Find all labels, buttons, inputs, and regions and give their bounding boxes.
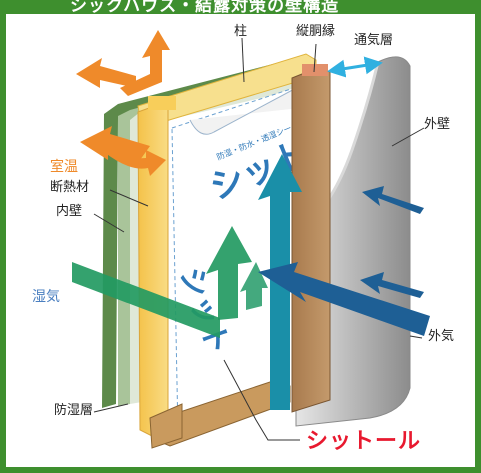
furring-strip [291,65,331,413]
leader-lines [93,37,425,441]
sheet-curl [189,85,301,135]
label-product: シットール [306,429,422,454]
heat-arrow-curve [104,144,166,176]
label-furring-strip: 縦胴縁 [296,24,336,39]
header-bar: シックハウス・結露対策の壁構造 [0,0,481,14]
pillar-cap [148,96,176,110]
label-insulation: 断熱材 [50,180,90,195]
air-layer-dimension-arrow [327,56,383,78]
label-room-temp: 室温 [50,159,78,175]
humidity-arrow-up [206,226,252,320]
outside-air-arrow-upper [362,186,424,214]
humidity-arrow-horizontal [72,262,220,338]
heat-arrow-left-mid [80,126,150,160]
label-exterior-wall: 外壁 [424,117,451,132]
outside-air-arrow-lower [360,272,424,298]
label-vapor-barrier: 防湿層 [54,403,94,418]
header-title: シックハウス・結露対策の壁構造 [70,0,340,14]
humidity-arrow-small [240,262,268,310]
label-interior-wall: 内壁 [56,204,83,219]
heat-arrow-up [120,30,170,96]
furring-strip-top [302,64,328,76]
label-outside-air: 外気 [428,329,455,344]
label-pillar: 柱 [234,24,248,39]
heat-arrow-left-top [76,58,136,88]
label-humidity: 湿気 [32,289,60,305]
pillar-base [149,403,183,449]
outside-air-arrow-main [258,262,430,336]
label-air-layer: 通気層 [354,33,394,48]
